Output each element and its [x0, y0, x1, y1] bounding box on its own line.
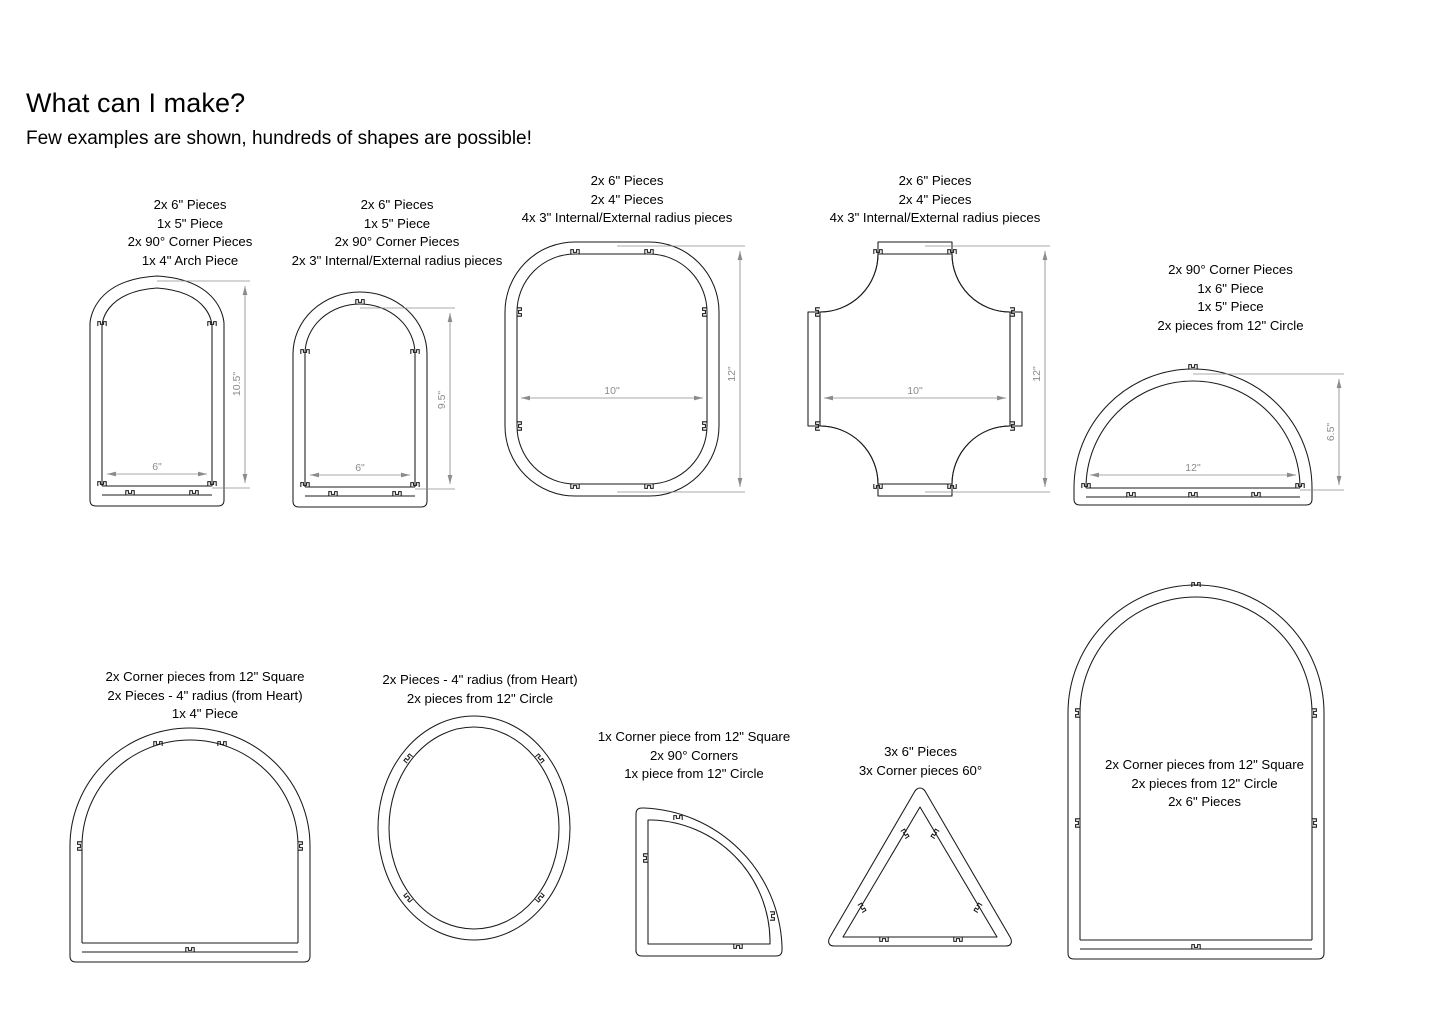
caption-line: 1x 5" Piece: [156, 215, 224, 231]
figure-concave-star: 12" 10": [800, 234, 1065, 514]
dimension-height-rounded-rectangle: 12": [726, 366, 738, 382]
caption-line: 2x pieces from 12" Circle: [406, 690, 554, 706]
caption-line: 2x Corner pieces from 12" Square: [105, 669, 305, 684]
dimension-height-semicircle-dome: 6.5": [1325, 423, 1337, 442]
caption-line: 3x 6" Pieces: [884, 744, 957, 759]
caption-line: 2x 90° Corners: [649, 747, 739, 763]
caption-line: 2x Pieces - 4" radius (from Heart): [382, 672, 578, 687]
caption-round-arch: 2x 6" Pieces 1x 5" Piece 2x 90° Corner P…: [268, 196, 526, 270]
caption-line: 2x Corner pieces from 12" Square: [1105, 757, 1304, 772]
dimension-width-rounded-rectangle: 10": [604, 385, 620, 397]
figure-wide-arch: [62, 727, 342, 963]
figure-quarter-circle: [630, 800, 795, 965]
caption-oval: 2x Pieces - 4" radius (from Heart) 2x pi…: [355, 671, 605, 708]
caption-line: 1x 4" Arch Piece: [141, 252, 239, 268]
caption-line: 2x 6" Pieces: [360, 197, 434, 212]
caption-line: 4x 3" Internal/External radius pieces: [829, 210, 1041, 226]
caption-line: 2x 90° Corner Pieces: [334, 234, 460, 250]
caption-line: 2x 90° Corner Pieces: [127, 234, 253, 250]
caption-line: 4x 3" Internal/External radius pieces: [521, 210, 733, 226]
page-title: What can I make?: [26, 88, 246, 118]
caption-line: 1x 5" Piece: [363, 215, 431, 231]
caption-line: 1x 6" Piece: [1197, 280, 1264, 296]
caption-line: 1x Corner piece from 12" Square: [597, 729, 791, 744]
caption-semicircle-dome: 2x 90° Corner Pieces 1x 6" Piece 1x 5" P…: [1088, 261, 1373, 335]
caption-wide-arch: 2x Corner pieces from 12" Square 2x Piec…: [60, 668, 350, 724]
caption-line: 2x 6" Pieces: [590, 173, 664, 188]
caption-line: 2x 90° Corner Pieces: [1168, 262, 1293, 277]
caption-line: 2x 6" Pieces: [1168, 794, 1241, 810]
caption-line: 2x Pieces - 4" radius (from Heart): [107, 687, 303, 703]
dimension-height-gothic-arch: 10.5": [231, 372, 243, 396]
caption-quarter-circle: 1x Corner piece from 12" Square 2x 90° C…: [583, 728, 805, 784]
dimension-height-concave-star: 12": [1031, 366, 1043, 382]
caption-line: 2x pieces from 12" Circle: [1157, 317, 1304, 333]
figure-triangle: [822, 785, 1022, 960]
dimension-width-round-arch: 6": [355, 462, 365, 474]
caption-line: 2x 6" Pieces: [898, 173, 972, 188]
dimension-width-semicircle-dome: 12": [1185, 462, 1201, 474]
caption-line: 3x Corner pieces 60°: [858, 762, 983, 778]
caption-line: 2x 6" Pieces: [153, 197, 227, 212]
figure-tall-arch: [1060, 565, 1350, 965]
caption-line: 1x piece from 12" Circle: [624, 766, 764, 782]
caption-line: 1x 5" Piece: [1197, 299, 1264, 315]
caption-line: 2x pieces from 12" Circle: [1131, 775, 1278, 791]
caption-concave-star: 2x 6" Pieces 2x 4" Pieces 4x 3" Internal…: [805, 172, 1065, 228]
caption-line: 1x 4" Piece: [171, 706, 239, 722]
dimension-height-round-arch: 9.5": [436, 391, 448, 410]
figure-gothic-arch: 10.5" 6": [82, 274, 272, 514]
caption-line: 2x 4" Pieces: [898, 191, 972, 207]
figure-semicircle-dome: 6.5" 12": [1066, 340, 1366, 515]
dimension-width-gothic-arch: 6": [152, 461, 162, 473]
caption-line: 2x 4" Pieces: [590, 191, 664, 207]
page-subtitle: Few examples are shown, hundreds of shap…: [26, 128, 532, 149]
caption-rounded-rectangle: 2x 6" Pieces 2x 4" Pieces 4x 3" Internal…: [497, 172, 757, 228]
caption-line: 2x 3" Internal/External radius pieces: [291, 252, 503, 268]
caption-triangle: 3x 6" Pieces 3x Corner pieces 60°: [818, 743, 1023, 780]
caption-gothic-arch: 2x 6" Pieces 1x 5" Piece 2x 90° Corner P…: [80, 196, 300, 270]
figure-oval: [370, 712, 585, 942]
figure-rounded-rectangle: 12" 10": [497, 234, 757, 514]
caption-tall-arch: 2x Corner pieces from 12" Square 2x piec…: [1072, 756, 1337, 812]
figure-round-arch: 9.5" 6": [285, 282, 480, 517]
dimension-width-concave-star: 10": [907, 385, 923, 397]
